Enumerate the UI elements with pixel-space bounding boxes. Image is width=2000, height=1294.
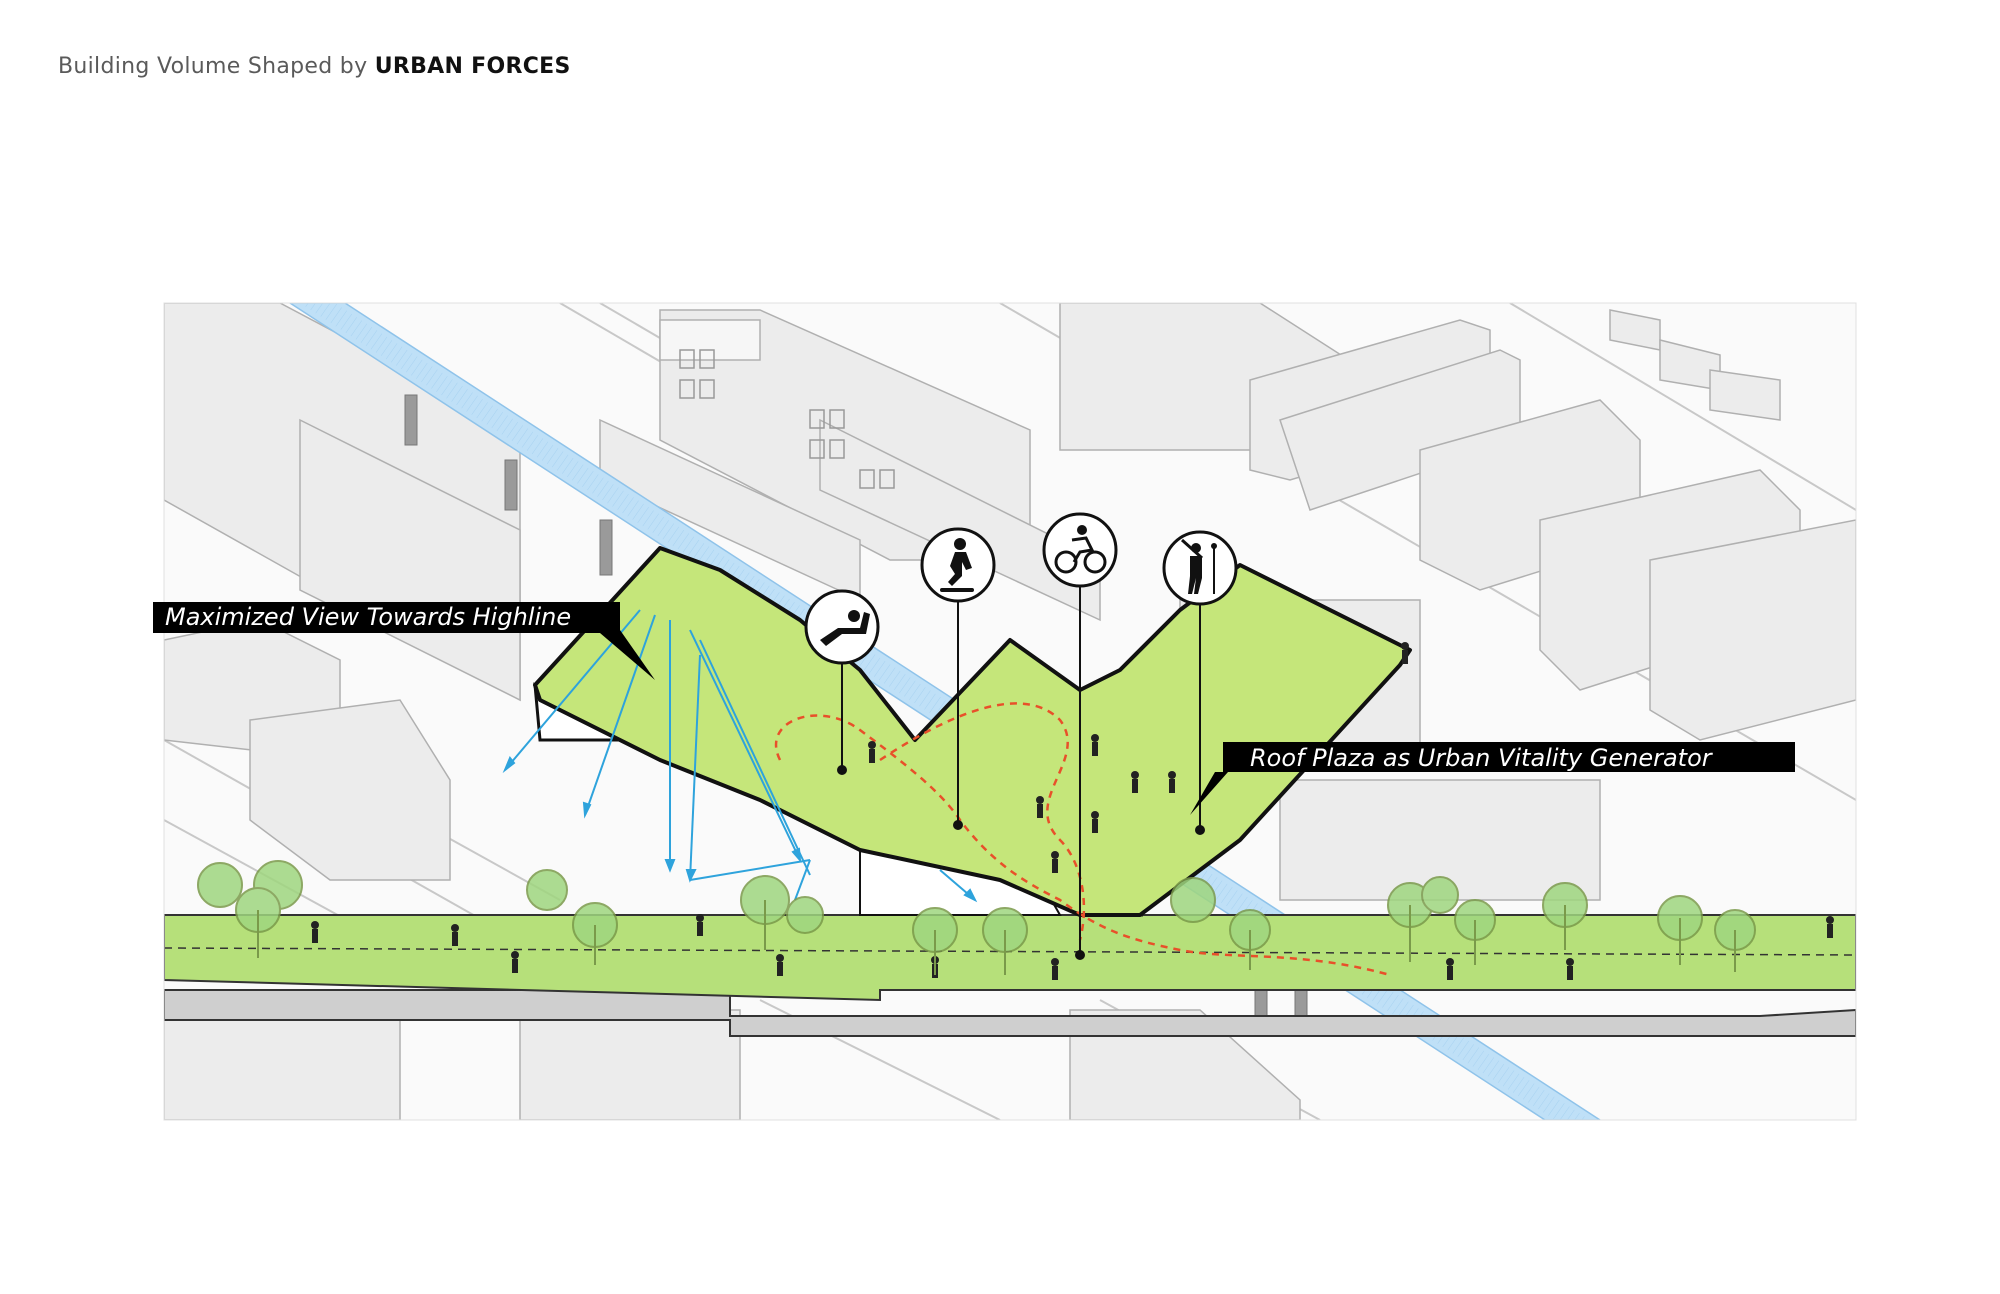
view-arrows	[502, 609, 978, 903]
title-prefix: Building Volume Shaped by	[58, 54, 375, 79]
icon-leaders	[837, 580, 1205, 960]
view-callout: Maximized View Towards Highline	[153, 602, 655, 680]
skateboarder-icon	[920, 527, 996, 603]
building-windows	[679, 349, 895, 489]
performer-icon	[1162, 530, 1238, 606]
plaza-callout: Roof Plaza as Urban Vitality Generator	[1190, 742, 1795, 815]
page-title: Building Volume Shaped by URBAN FORCES	[58, 54, 571, 79]
circulation-path	[774, 702, 1391, 977]
cyclist-icon	[1042, 512, 1118, 588]
trees	[197, 860, 1756, 975]
park-plinth	[164, 989, 1856, 1037]
view-callout-text: Maximized View Towards Highline	[165, 603, 571, 631]
people	[311, 642, 1834, 980]
lounge-chair-icon	[804, 589, 880, 665]
plaza-callout-text: Roof Plaza as Urban Vitality Generator	[1250, 744, 1714, 772]
title-emphasis: URBAN FORCES	[374, 54, 571, 79]
diagram-frame	[163, 302, 1857, 1121]
